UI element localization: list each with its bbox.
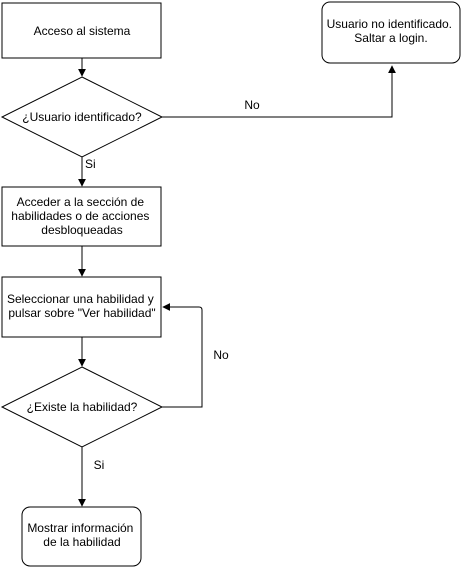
show-info-box [21,506,142,567]
edge-check-no [162,65,396,118]
section-box [1,186,162,247]
access-label: Acceso al sistema [34,24,131,38]
edge-exists-no [162,303,203,408]
identified-label: ¿Usuario identificado? [22,110,142,124]
section-label: Acceder a la sección de habilidades o de… [11,195,152,237]
not-identified-box [321,1,461,64]
exists-label: ¿Existe la habilidad? [27,400,138,414]
select-label: Seleccionar una habilidad y pulsar sobre… [7,292,157,320]
access-box [1,2,162,59]
show-info-label: Mostrar información de la habilidad [27,521,136,549]
edge-label-yes-identified: Si [85,157,96,171]
not-identified-label: Usuario no identificado. Saltar a login. [327,17,456,45]
edge-label-no-exists: No [213,348,229,362]
identified-decision [0,76,164,158]
exists-decision [0,366,164,448]
edge-label-yes-exists: Si [94,458,105,472]
edge-label-no-identified: No [244,98,260,112]
select-box [1,276,162,338]
